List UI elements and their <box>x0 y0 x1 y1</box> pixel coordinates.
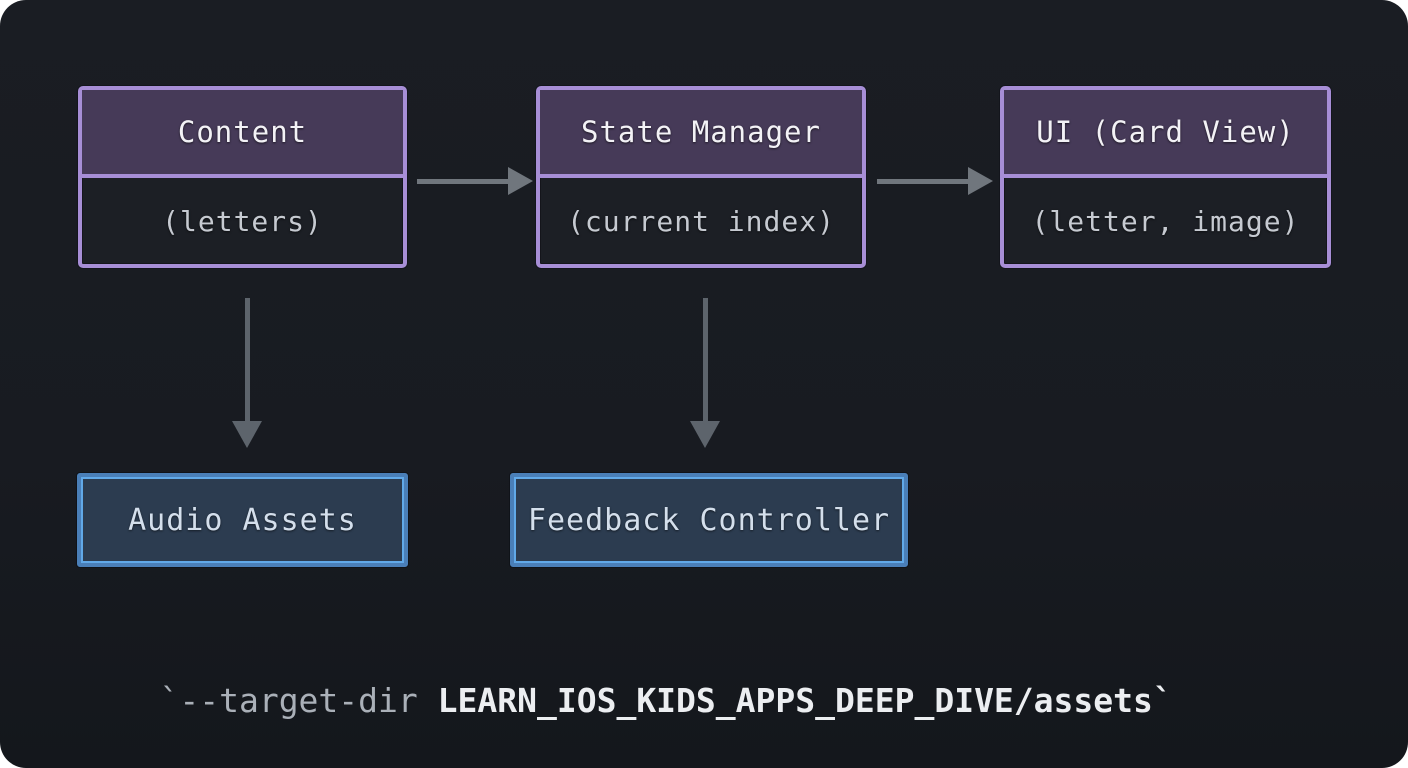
box-state-manager-subtitle: (current index) <box>567 204 835 238</box>
box-ui-card-view-title: UI (Card View) <box>1036 115 1295 149</box>
arrow-head <box>508 167 533 195</box>
box-audio-assets-label: Audio Assets <box>128 502 357 538</box>
box-content-body: (letters) <box>82 178 403 264</box>
box-state-manager-body: (current index) <box>540 178 862 264</box>
box-state-manager: State Manager (current index) <box>536 86 866 268</box>
arrow-right-icon <box>417 167 533 195</box>
arrow-head <box>968 167 993 195</box>
box-state-manager-header: State Manager <box>540 90 862 178</box>
arrow-shaft <box>703 298 708 423</box>
box-content-title: Content <box>177 115 308 149</box>
box-ui-card-view-subtitle: (letter, image) <box>1031 204 1300 238</box>
arrow-head <box>690 421 720 448</box>
arrow-down-icon <box>232 298 262 448</box>
code-caption: `--target-dir LEARN_IOS_KIDS_APPS_DEEP_D… <box>80 642 1173 759</box>
box-ui-card-view-body: (letter, image) <box>1004 178 1327 264</box>
box-ui-card-view: UI (Card View) (letter, image) <box>1000 86 1331 268</box>
box-content: Content (letters) <box>78 86 407 268</box>
arrow-shaft <box>245 298 250 423</box>
arrow-right-icon <box>877 167 993 195</box>
box-state-manager-title: State Manager <box>581 115 821 149</box>
code-caption-path: LEARN_IOS_KIDS_APPS_DEEP_DIVE/assets` <box>437 681 1173 720</box>
arrow-shaft <box>877 179 969 184</box>
box-content-header: Content <box>82 90 403 178</box>
arrow-shaft <box>417 179 509 184</box>
box-feedback-controller-label: Feedback Controller <box>527 502 891 538</box>
box-ui-card-view-header: UI (Card View) <box>1004 90 1327 178</box>
box-feedback-controller: Feedback Controller <box>510 473 908 567</box>
box-audio-assets: Audio Assets <box>77 473 408 567</box>
arrow-down-icon <box>690 298 720 448</box>
box-content-subtitle: (letters) <box>162 204 323 238</box>
code-caption-flag: `--target-dir <box>159 681 438 720</box>
arrow-head <box>232 421 262 448</box>
